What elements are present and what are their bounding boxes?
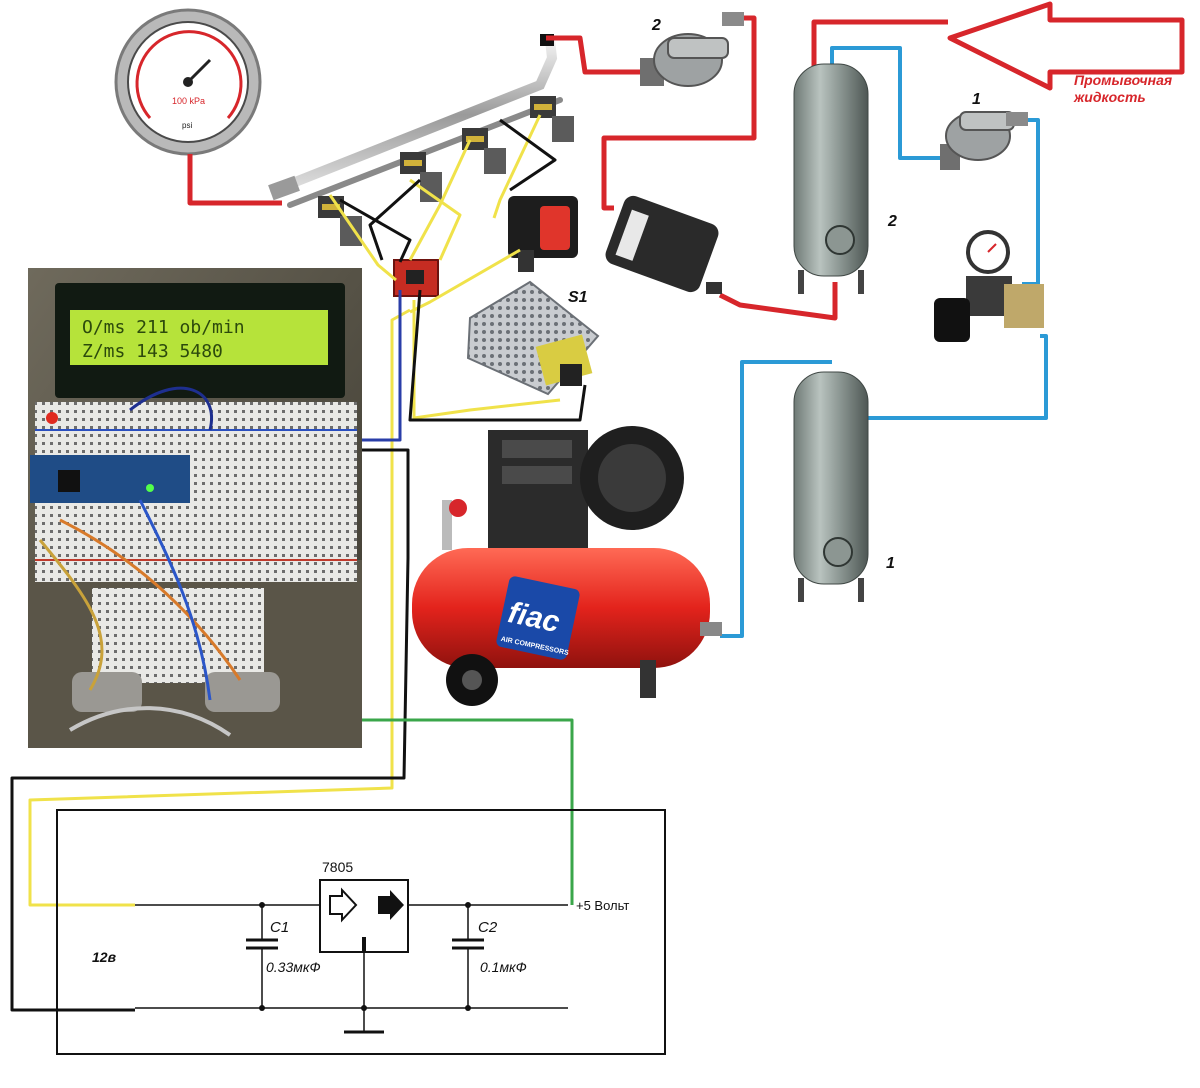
breadboard-small — [92, 588, 264, 683]
power-supply-unit — [466, 280, 600, 396]
tank-2-label: 2 — [887, 213, 897, 230]
input-voltage-label: 12в — [92, 949, 117, 965]
regulator-label: 7805 — [322, 859, 353, 875]
arduino-nano-board — [30, 455, 190, 503]
injectors — [318, 96, 574, 246]
air-pressure-regulator — [934, 230, 1044, 342]
output-voltage-label: +5 Вольт — [576, 898, 629, 913]
c1-value: 0.33мкФ — [266, 959, 321, 975]
tank-1: 1 — [793, 371, 895, 602]
fuel-pump-1: 1 — [940, 91, 1028, 170]
fuel-pump-2: 2 — [640, 12, 744, 87]
lcd-line-2: Z/ms 143 5480 — [82, 341, 223, 362]
capacitor-c2: C2 0.1мкФ — [452, 902, 527, 1011]
c1-name: C1 — [270, 919, 289, 936]
pump-2-label: 2 — [651, 17, 661, 34]
air-compressor: fiac AIR COMPRESSORS — [412, 426, 722, 706]
gauge-psi-label: psi — [182, 121, 192, 130]
schematic-frame — [56, 809, 666, 1055]
fuel-rail — [268, 34, 563, 208]
flush-liquid-arrow: Промывочная жидкость — [947, 1, 1185, 105]
pump-1-label: 1 — [972, 91, 981, 108]
capacitor-c1: C1 0.33мкФ — [246, 902, 321, 1011]
compressor-logo: fiac AIR COMPRESSORS — [496, 576, 580, 660]
tank-1-label: 1 — [886, 555, 895, 572]
switch-label: S1 — [568, 289, 588, 306]
fuel-filter — [605, 195, 722, 294]
rocker-switch: S1 — [508, 196, 588, 306]
c2-value: 0.1мкФ — [480, 959, 527, 975]
lcd-line-1: O/ms 211 ob/min — [82, 317, 245, 338]
voltage-regulator-schematic: 7805 C1 0.33мкФ C2 0.1мкФ 12 — [56, 809, 666, 1055]
pressure-gauge: 100 kPa psi — [114, 8, 262, 156]
flush-liquid-label-line2: жидкость — [1073, 89, 1146, 105]
gauge-unit-label: 100 kPa — [172, 96, 205, 106]
flush-liquid-label-line1: Промывочная — [1074, 72, 1172, 88]
c2-name: C2 — [478, 919, 498, 936]
flush-liquid-lines — [187, 15, 948, 321]
wires — [10, 114, 587, 1012]
driver-board — [393, 259, 439, 297]
arduino-photo: O/ms 211 ob/min Z/ms 143 5480 — [28, 268, 362, 748]
tank-2: 2 — [793, 63, 897, 294]
lcd-module: O/ms 211 ob/min Z/ms 143 5480 — [55, 283, 345, 398]
